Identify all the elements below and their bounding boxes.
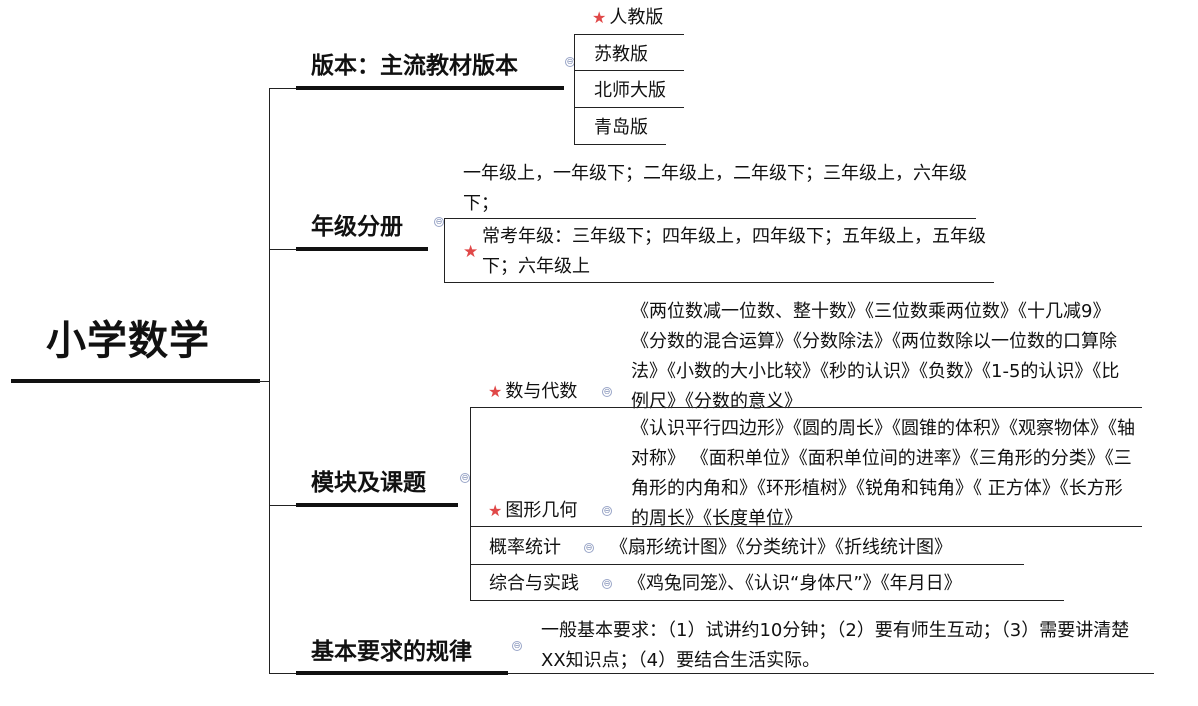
branch-modules-underline — [296, 503, 458, 507]
root-connector — [258, 381, 270, 382]
module-geometry[interactable]: ★图形几何 — [488, 500, 578, 521]
star-icon: ★ — [463, 242, 479, 262]
root-underline — [11, 379, 260, 383]
branch-rules-underline — [296, 671, 508, 675]
divider — [574, 70, 684, 71]
modules-connector — [269, 505, 297, 506]
collapse-icon[interactable]: ⊖ — [602, 387, 612, 397]
version-item-renjiao[interactable]: ★人教版 — [592, 7, 664, 28]
collapse-icon[interactable]: ⊖ — [512, 641, 522, 651]
collapse-icon[interactable]: ⊖ — [460, 473, 470, 483]
rules-connector — [269, 673, 297, 674]
version-item-sujiao[interactable]: 苏教版 — [594, 44, 648, 65]
divider — [508, 673, 1154, 674]
module-statistics[interactable]: 概率统计 — [489, 537, 561, 558]
branch-modules-title[interactable]: 模块及课题 — [311, 470, 426, 496]
module-number-algebra-topics: 《两位数减一位数、整十数》《三位数乘两位数》《十几减9》《分数的混合运算》《分数… — [631, 301, 1120, 412]
root-topic[interactable]: 小学数学 — [46, 318, 210, 364]
branch-grades-underline — [296, 247, 428, 251]
module-geometry-topics: 《认识平行四边形》《圆的周长》《圆锥的体积》《观察物体》《轴对称》 《面积单位》… — [631, 418, 1135, 529]
collapse-icon[interactable]: ⊖ — [434, 217, 444, 227]
version-item-beishida[interactable]: 北师大版 — [594, 80, 666, 101]
star-icon: ★ — [488, 501, 503, 520]
modules-children-line — [470, 407, 471, 601]
grades-connector — [269, 249, 297, 250]
rules-text: 一般基本要求：（1）试讲约10分钟；（2）要有师生互动；（3）需要讲清楚XX知识… — [541, 620, 1130, 671]
grades-all-text: 一年级上，一年级下；二年级上，二年级下；三年级上，六年级下； — [463, 163, 967, 214]
branch-grades-title[interactable]: 年级分册 — [311, 214, 403, 240]
divider — [574, 34, 684, 35]
divider — [470, 564, 1024, 565]
collapse-icon[interactable]: ⊖ — [584, 543, 594, 553]
divider — [470, 526, 1142, 527]
module-number-algebra[interactable]: ★数与代数 — [488, 381, 578, 402]
divider — [470, 600, 1064, 601]
version-children-line — [574, 34, 575, 145]
divider — [574, 144, 666, 145]
version-connector — [269, 88, 297, 89]
module-statistics-topics: 《扇形统计图》《分类统计》《折线统计图》 — [610, 537, 952, 558]
grades-common-text: 常考年级：三年级下；四年级上，四年级下；五年级上，五年级下；六年级上 — [482, 226, 986, 277]
module-practice[interactable]: 综合与实践 — [489, 573, 579, 594]
module-practice-topics: 《鸡兔同笼》、《认识“身体尺”》《年月日》 — [628, 573, 962, 594]
divider — [444, 282, 994, 283]
divider — [444, 218, 976, 219]
divider — [470, 407, 1142, 408]
collapse-icon[interactable]: ⊖ — [602, 506, 612, 516]
branch-version-title[interactable]: 版本：主流教材版本 — [311, 53, 518, 79]
branch-version-underline — [296, 86, 564, 90]
grades-children-line — [444, 218, 445, 283]
divider — [574, 107, 684, 108]
version-item-qingdao[interactable]: 青岛版 — [594, 117, 648, 138]
star-icon: ★ — [592, 8, 607, 27]
branch-rules-title[interactable]: 基本要求的规律 — [311, 639, 472, 665]
collapse-icon[interactable]: ⊖ — [602, 579, 612, 589]
star-icon: ★ — [488, 382, 503, 401]
